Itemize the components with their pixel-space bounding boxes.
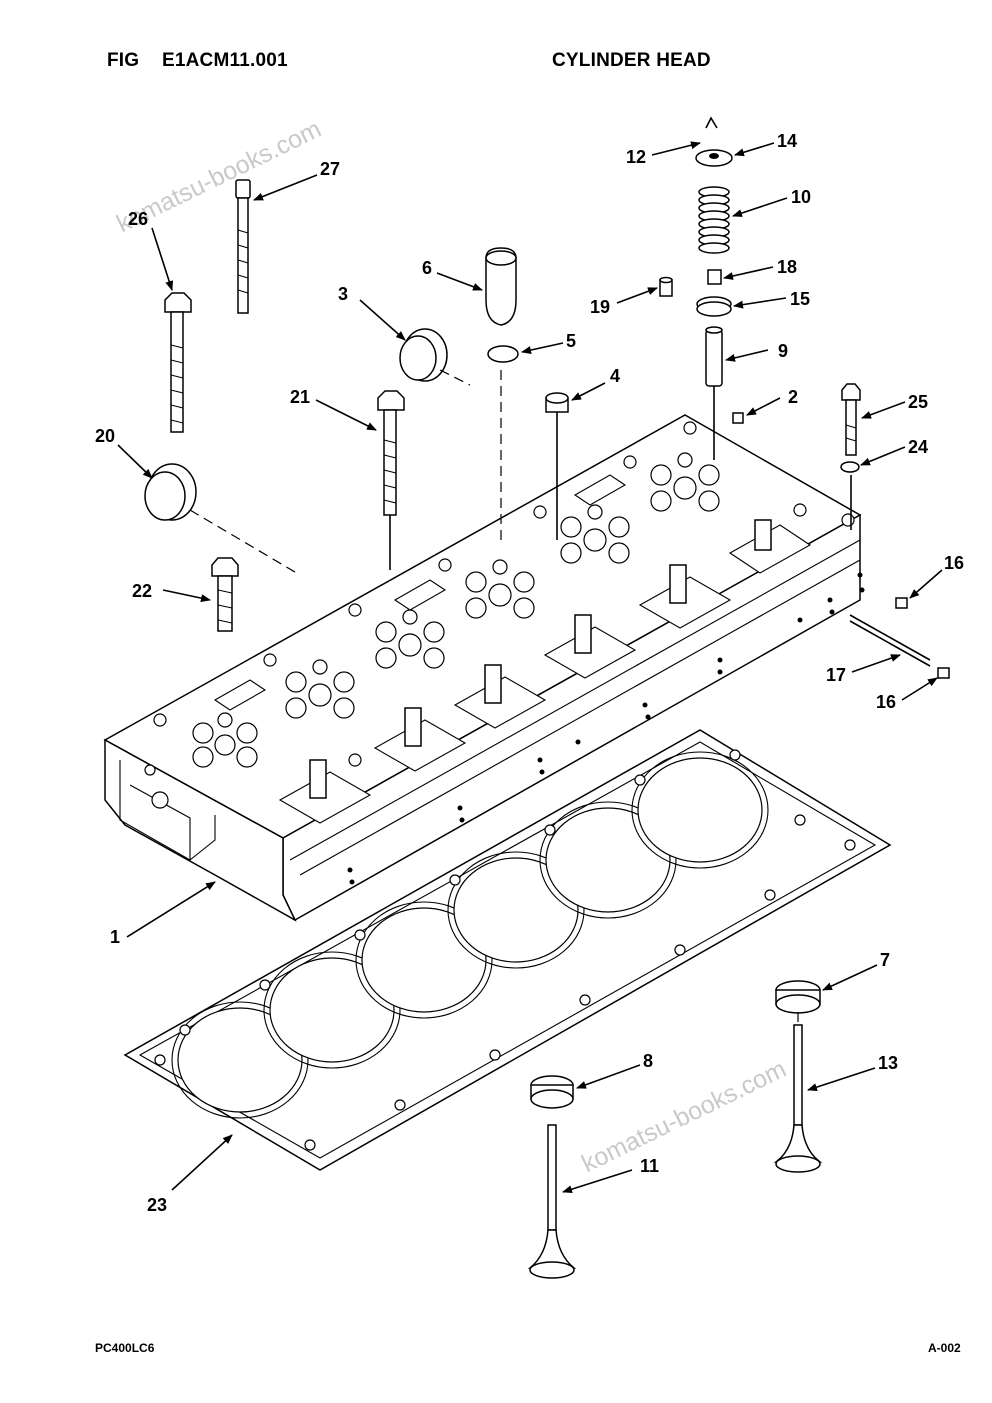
- callout-27: 27: [320, 159, 340, 179]
- valve-13: [773, 980, 823, 1173]
- bolt-22: [211, 557, 239, 632]
- callout-9: 9: [778, 341, 788, 361]
- plug-20: [144, 463, 301, 576]
- callout-12: 12: [626, 147, 646, 167]
- callout-6: 6: [422, 258, 432, 278]
- fig-label: FIG: [107, 50, 140, 71]
- callout-19: 19: [590, 297, 610, 317]
- callout-14: 14: [777, 131, 797, 151]
- o-ring-5: [487, 345, 519, 363]
- callout-26: 26: [128, 209, 148, 229]
- callout-18: 18: [777, 257, 797, 277]
- valve-train-stack: [695, 116, 733, 460]
- bolt-21: [377, 390, 405, 570]
- callout-11: 11: [640, 1156, 659, 1176]
- page-title: CYLINDER HEAD: [552, 50, 711, 71]
- callout-3: 3: [338, 284, 348, 304]
- callout-13: 13: [878, 1053, 898, 1073]
- plugs-16-and-rod-17: [849, 597, 950, 679]
- seal-19: [659, 276, 673, 297]
- callout-5: 5: [566, 331, 576, 351]
- callout-22: 22: [132, 581, 152, 601]
- plug-4: [545, 392, 569, 540]
- sleeve-6: [485, 247, 517, 540]
- callout-numbers: 1 2 3 4 5 6 7 8 9 10 11 12 13 14 15 16 1…: [95, 131, 964, 1215]
- callout-15: 15: [790, 289, 810, 309]
- gasket-bores: [171, 751, 769, 1119]
- callout-23: 23: [147, 1195, 167, 1215]
- bolt-27: [235, 179, 251, 314]
- callout-24: 24: [908, 437, 928, 457]
- leader-arrows: [117, 141, 943, 1194]
- model-label: PC400LC6: [95, 1341, 155, 1355]
- bolt-26: [164, 292, 192, 433]
- callout-20: 20: [95, 426, 115, 446]
- cylinder-head-block: [103, 414, 865, 922]
- page-number: A-002: [928, 1341, 961, 1355]
- valve-11: [527, 1075, 577, 1279]
- fig-code: E1ACM11.001: [162, 50, 288, 71]
- callout-16a: 16: [944, 553, 964, 573]
- callout-25: 25: [908, 392, 928, 412]
- callout-2: 2: [788, 387, 798, 407]
- head-gasket: [123, 729, 892, 1171]
- callout-1: 1: [110, 927, 120, 947]
- callout-16b: 16: [876, 692, 896, 712]
- plug-2: [732, 412, 744, 424]
- callout-7: 7: [880, 950, 890, 970]
- callout-4: 4: [610, 366, 620, 386]
- bolt-25: [840, 383, 861, 530]
- valve-port-clusters: [192, 452, 720, 768]
- callout-21: 21: [290, 387, 310, 407]
- plug-3: [399, 328, 471, 386]
- callout-17: 17: [826, 665, 846, 685]
- callout-10: 10: [791, 187, 811, 207]
- callout-8: 8: [643, 1051, 653, 1071]
